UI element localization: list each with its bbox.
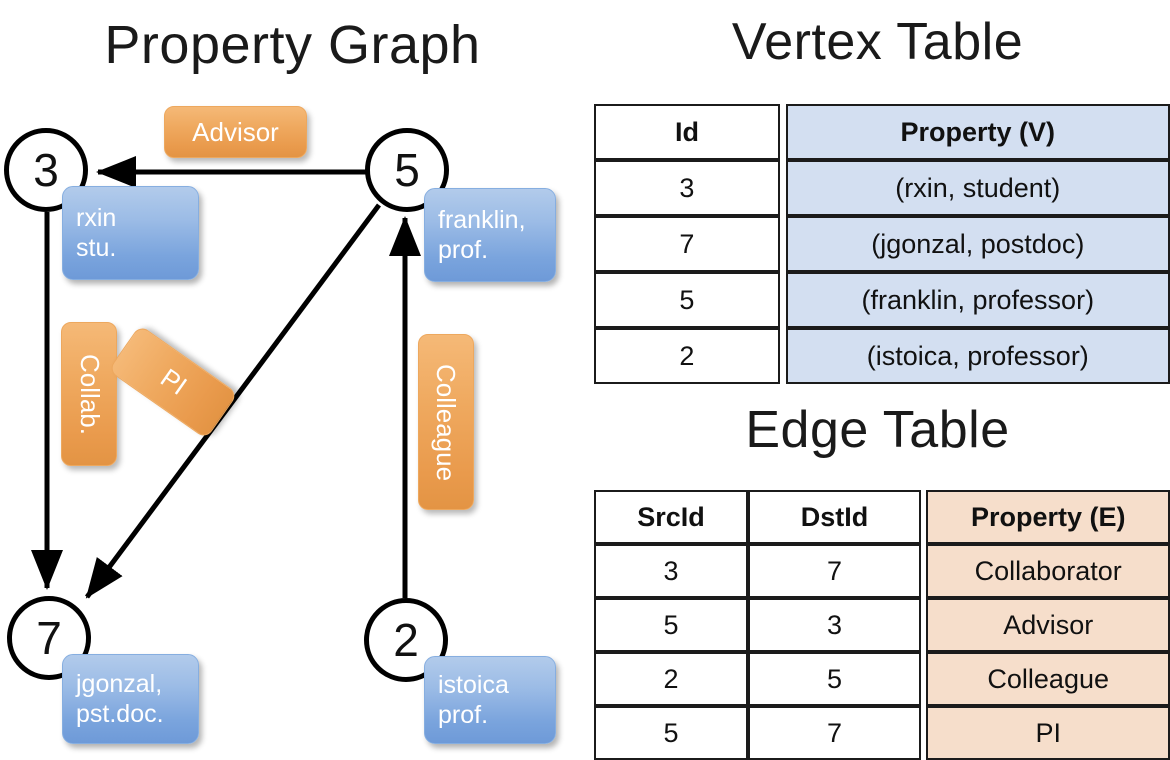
node-property-line: stu. bbox=[76, 234, 117, 262]
graph-edge-lines bbox=[31, 156, 421, 599]
edge-line-5-to-7 bbox=[84, 203, 382, 599]
edge-cell-dstid: 7 bbox=[747, 706, 922, 760]
table-row: 3 7 Collaborator bbox=[594, 544, 1170, 598]
edge-cell-dstid: 3 bbox=[747, 598, 922, 652]
node-property-line: jgonzal, bbox=[76, 669, 163, 698]
edge-cell-property: Colleague bbox=[926, 652, 1170, 706]
table-row: 7 (jgonzal, postdoc) bbox=[594, 216, 1170, 272]
edge-cell-dstid: 5 bbox=[747, 652, 922, 706]
property-graph-panel: Property Graph 3 5 7 2 rxin stu. frankli… bbox=[4, 15, 556, 744]
edge-cell-srcid: 3 bbox=[594, 544, 748, 598]
edge-label-text: Colleague bbox=[431, 363, 462, 481]
edge-cell-property: Advisor bbox=[926, 598, 1170, 652]
vertex-cell-id: 5 bbox=[594, 272, 780, 328]
table-row: 2 5 Colleague bbox=[594, 652, 1170, 706]
edge-cell-srcid: 5 bbox=[594, 706, 748, 760]
table-header-row: SrcId DstId Property (E) bbox=[594, 490, 1170, 544]
node-property-box-2: istoica prof. bbox=[424, 656, 556, 744]
node-property-line: prof. bbox=[438, 701, 489, 729]
vertex-cell-id: 3 bbox=[594, 160, 780, 216]
node-property-line: istoica bbox=[438, 670, 509, 699]
table-row: 5 7 PI bbox=[594, 706, 1170, 760]
table-header-row: Id Property (V) bbox=[594, 104, 1170, 160]
page-title-edge-table: Edge Table bbox=[745, 401, 1010, 459]
page-title-vertex-table: Vertex Table bbox=[731, 13, 1024, 71]
edge-label-advisor: Advisor bbox=[164, 106, 307, 158]
edge-header-property: Property (E) bbox=[926, 490, 1170, 544]
node-property-line: rxin bbox=[76, 203, 117, 232]
vertex-header-property: Property (V) bbox=[785, 104, 1170, 160]
edge-label-collab: Collab. bbox=[61, 322, 117, 466]
edge-header-dstid: DstId bbox=[747, 490, 922, 544]
vertex-cell-id: 7 bbox=[594, 216, 780, 272]
edge-label-colleague: Colleague bbox=[418, 334, 474, 510]
edge-cell-dstid: 7 bbox=[747, 544, 922, 598]
edge-table: SrcId DstId Property (E) 3 7 Collaborato… bbox=[594, 490, 1170, 760]
edge-cell-srcid: 2 bbox=[594, 652, 748, 706]
table-row: 2 (istoica, professor) bbox=[594, 328, 1170, 384]
node-property-line: franklin, bbox=[438, 205, 526, 234]
edge-label-text: PI bbox=[154, 362, 192, 401]
vertex-table: Id Property (V) 3 (rxin, student) 7 (jgo… bbox=[594, 104, 1170, 384]
table-row: 3 (rxin, student) bbox=[594, 160, 1170, 216]
vertex-cell-id: 2 bbox=[594, 328, 780, 384]
edge-cell-property: PI bbox=[926, 706, 1170, 760]
graph-node-2[interactable]: 2 bbox=[364, 598, 448, 682]
vertex-cell-property: (rxin, student) bbox=[785, 160, 1170, 216]
vertex-cell-property: (franklin, professor) bbox=[785, 272, 1170, 328]
graph-node-5[interactable]: 5 bbox=[365, 128, 449, 212]
vertex-header-id: Id bbox=[594, 104, 780, 160]
node-property-box-7: jgonzal, pst.doc. bbox=[62, 654, 199, 744]
node-property-line: pst.doc. bbox=[76, 700, 164, 728]
table-row: 5 (franklin, professor) bbox=[594, 272, 1170, 328]
edge-cell-srcid: 5 bbox=[594, 598, 748, 652]
edge-cell-property: Collaborator bbox=[926, 544, 1170, 598]
node-property-box-3: rxin stu. bbox=[62, 186, 199, 280]
edge-header-srcid: SrcId bbox=[594, 490, 748, 544]
node-property-line: prof. bbox=[438, 236, 489, 264]
edge-label-text: Collab. bbox=[74, 353, 105, 435]
edge-label-text: Advisor bbox=[192, 116, 279, 147]
table-row: 5 3 Advisor bbox=[594, 598, 1170, 652]
vertex-cell-property: (istoica, professor) bbox=[785, 328, 1170, 384]
vertex-cell-property: (jgonzal, postdoc) bbox=[785, 216, 1170, 272]
page-title-property-graph: Property Graph bbox=[104, 15, 481, 75]
node-property-box-5: franklin, prof. bbox=[424, 188, 556, 282]
